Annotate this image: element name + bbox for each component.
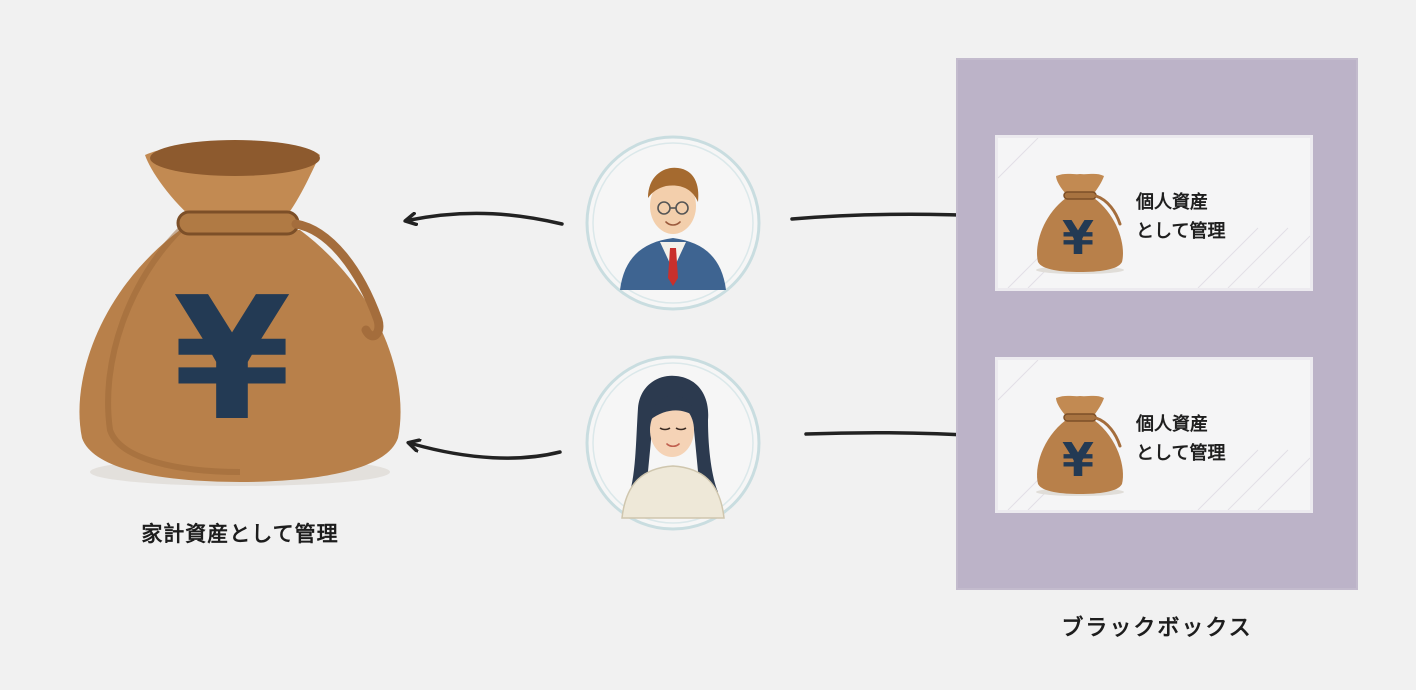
blackbox-caption: ブラックボックス	[1061, 616, 1253, 641]
arrow-man-to-household	[410, 211, 564, 224]
card-line-1: 個人資産	[1136, 192, 1208, 213]
mini-bag-yen: ¥	[1062, 211, 1094, 265]
arrow-woman-to-household	[413, 444, 562, 460]
businessman-avatar-icon	[585, 135, 761, 311]
money-bag-icon: ¥	[79, 140, 401, 486]
personal-asset-card: ¥ 個人資産 として管理	[998, 360, 1310, 510]
big-bag-yen: ¥	[173, 261, 291, 459]
card-line-1: 個人資産	[1136, 414, 1208, 435]
card-line-2: として管理	[1136, 443, 1226, 464]
card-text: 個人資産 として管理	[1136, 188, 1225, 246]
blackbox-panel: ¥ 個人資産 として管理 ¥ 個人資産 として管理	[958, 60, 1356, 588]
mini-bag-yen: ¥	[1062, 433, 1094, 487]
small-money-bag-icon: ¥	[1036, 395, 1124, 496]
household-assets-caption: 家計資産として管理	[141, 522, 339, 546]
small-money-bag-icon: ¥	[1036, 173, 1124, 274]
card-text: 個人資産 として管理	[1136, 410, 1225, 468]
woman-avatar-icon	[585, 355, 761, 531]
personal-asset-card: ¥ 個人資産 として管理	[998, 138, 1310, 288]
card-line-2: として管理	[1136, 221, 1226, 242]
